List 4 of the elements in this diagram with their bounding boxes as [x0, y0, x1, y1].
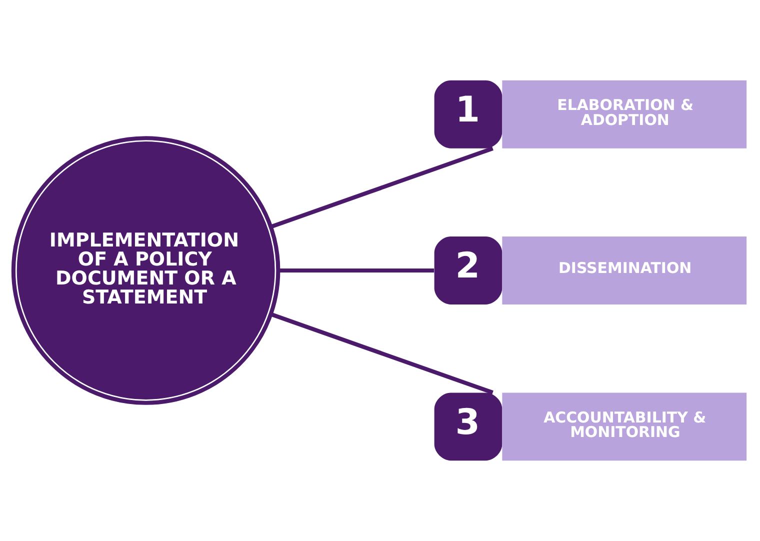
connector	[270, 146, 494, 229]
connector	[278, 268, 434, 273]
connector	[270, 312, 494, 395]
node-circle: IMPLEMENTATION OF A POLICY DOCUMENT OR A STATEMENT	[11, 136, 280, 405]
